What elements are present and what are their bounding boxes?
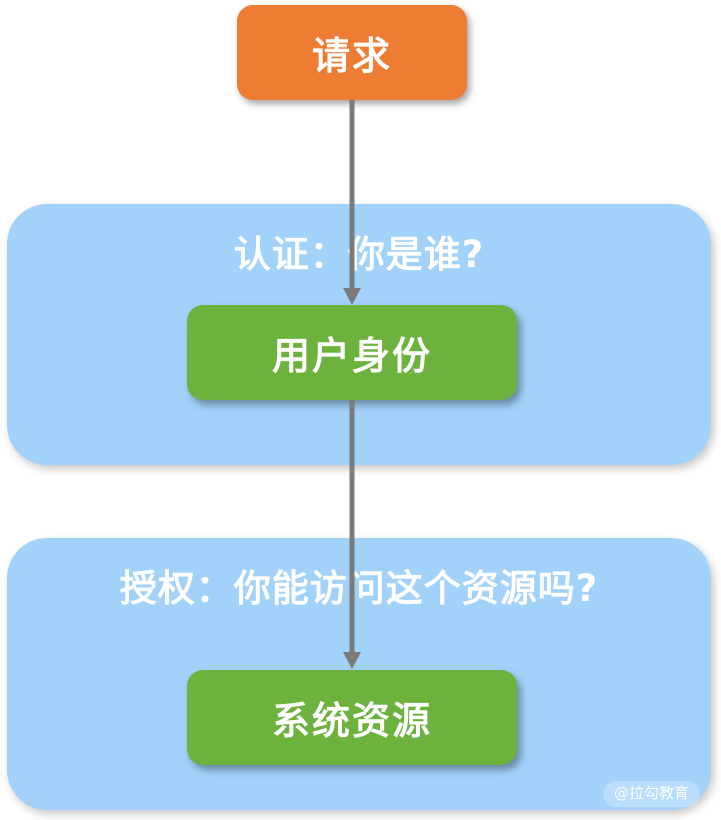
watermark: @拉勾教育 <box>602 781 700 807</box>
node-system-resource: 系统资源 <box>187 670 517 765</box>
authorization-heading: 授权：你能访问这个资源吗? <box>119 567 599 610</box>
authentication-heading: 认证：你是谁? <box>233 233 485 276</box>
node-user-identity: 用户身份 <box>187 305 517 400</box>
node-request: 请求 <box>237 5 467 100</box>
authorization-panel: 授权：你能访问这个资源吗? 系统资源 <box>7 538 711 810</box>
authentication-panel: 认证：你是谁? 用户身份 <box>7 204 711 465</box>
